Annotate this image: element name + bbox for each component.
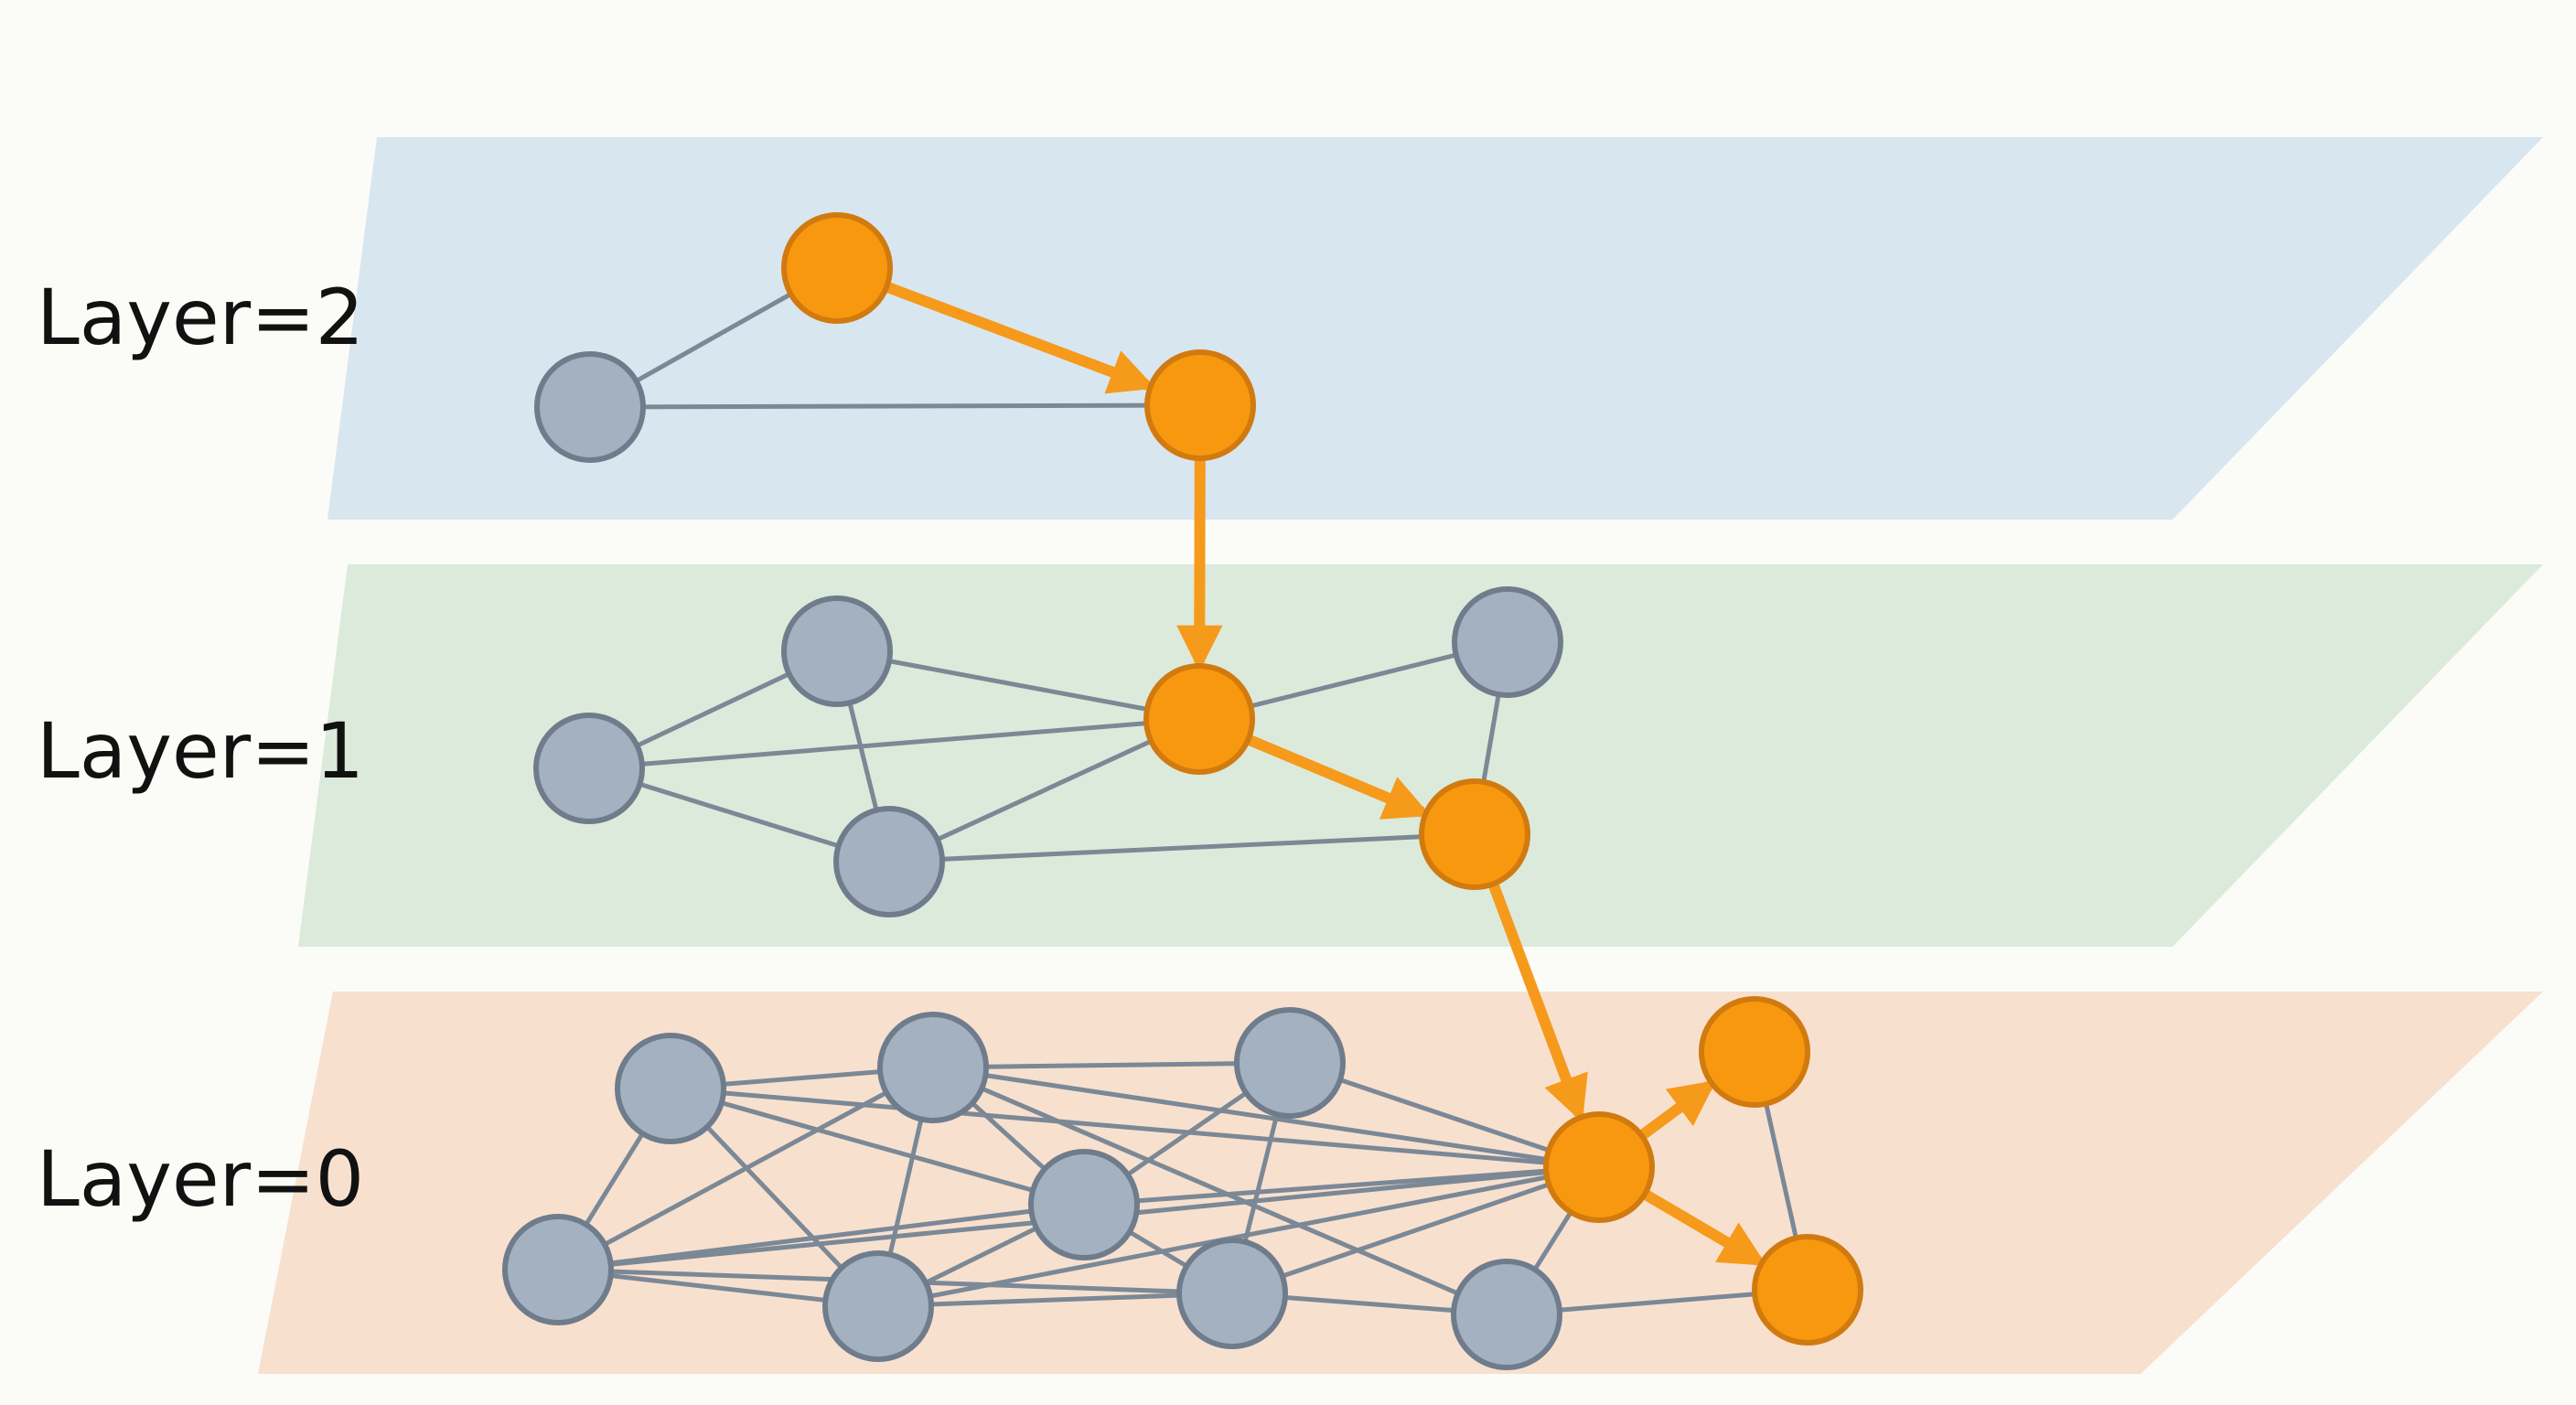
graph-edge	[932, 1060, 1291, 1070]
layer-1-label: Layer=1	[37, 706, 365, 796]
graph-edge	[932, 1065, 1508, 1317]
graph-edge	[877, 1291, 1233, 1309]
search-path-arrow	[1639, 1079, 1717, 1140]
graph-node	[1452, 586, 1563, 698]
graph-edge	[588, 716, 1200, 771]
graph-node	[781, 595, 893, 707]
graph-node	[1451, 1259, 1562, 1370]
graph-edge	[877, 1164, 1600, 1309]
path-node	[1144, 349, 1256, 461]
path-node	[1699, 996, 1810, 1108]
path-node	[1543, 1111, 1655, 1223]
graph-edge	[836, 649, 1200, 722]
graph-edge	[670, 1086, 1085, 1207]
path-node	[1752, 1234, 1863, 1346]
search-path-arrow	[1488, 884, 1588, 1123]
search-path-arrow	[1176, 459, 1223, 672]
layer-2-plane	[327, 137, 2543, 520]
graph-edge	[932, 1065, 1600, 1170]
search-path-arrow	[886, 282, 1156, 394]
graph-node	[1028, 1149, 1140, 1260]
search-path-arrow	[1643, 1190, 1767, 1266]
graph-node	[877, 1012, 989, 1123]
graph-edge	[887, 716, 1201, 864]
graph-node	[533, 713, 645, 824]
path-node	[1143, 663, 1255, 775]
graph-edge	[1231, 1164, 1600, 1296]
search-path-arrow	[1248, 735, 1432, 820]
layer-2-label: Layer=2	[37, 273, 365, 362]
graph-node	[833, 806, 945, 917]
path-node	[781, 212, 893, 324]
graph-node	[1234, 1007, 1346, 1119]
graph-edge	[670, 1086, 1600, 1170]
graph-node	[534, 351, 646, 463]
layer-0-label: Layer=0	[37, 1134, 365, 1224]
graph-node	[822, 1250, 934, 1362]
graph-node	[1176, 1238, 1288, 1349]
path-node	[1419, 778, 1530, 890]
graph-edge	[589, 402, 1201, 410]
graph-node	[615, 1033, 726, 1144]
graph-edge	[888, 831, 1476, 864]
graph-edge	[556, 1065, 935, 1272]
graph-node	[502, 1214, 614, 1325]
